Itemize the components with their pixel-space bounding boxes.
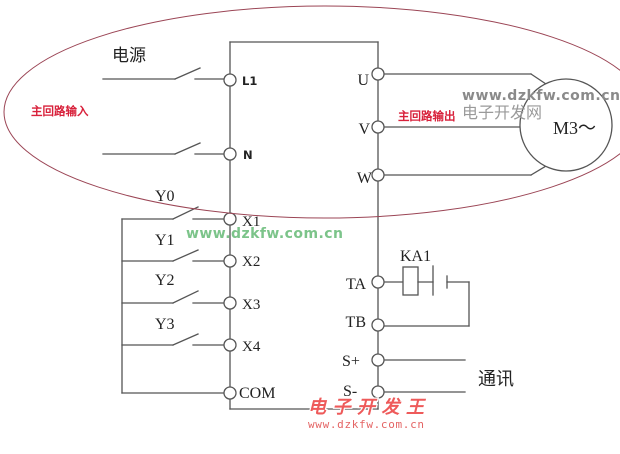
- terminal-s-minus: [371, 385, 385, 399]
- motor-output-wiring: [383, 73, 613, 176]
- terminal-label-x1: X1: [242, 214, 260, 230]
- power-input-wiring: [102, 67, 225, 155]
- right-terminals: [371, 67, 385, 399]
- switch-label-y2: Y2: [155, 272, 175, 289]
- terminal-label-w: W: [357, 170, 373, 187]
- terminal-s-plus: [371, 353, 385, 367]
- watermark-gray-site-name: 电子开发网: [462, 103, 542, 122]
- switch-label-y0: Y0: [155, 188, 175, 205]
- terminal-label-u: U: [357, 72, 369, 89]
- terminal-u: [371, 67, 385, 81]
- main-circuit-output-label: 主回路输出: [398, 109, 456, 123]
- relay-wiring: [383, 265, 470, 327]
- terminal-label-tb: TB: [346, 314, 366, 331]
- switch-y3: [121, 333, 225, 346]
- terminal-x1: [223, 212, 237, 226]
- comm-wiring: [383, 359, 466, 393]
- switch-y0: [121, 206, 225, 220]
- left-terminals: [223, 73, 237, 400]
- watermark-gray-url: www.dzkfw.com.cn: [462, 88, 620, 104]
- terminal-v: [371, 120, 385, 134]
- terminal-label-s-plus: S+: [342, 353, 360, 370]
- switch-label-y1: Y1: [155, 232, 175, 249]
- terminal-x3: [223, 296, 237, 310]
- terminal-w: [371, 168, 385, 182]
- wire-w: [383, 165, 547, 176]
- terminal-label-s-minus: S-: [343, 383, 357, 400]
- terminal-label-ta: TA: [346, 276, 366, 293]
- wire-u: [383, 73, 547, 85]
- control-input-wiring: [121, 206, 225, 394]
- motor-label: M3～: [553, 118, 596, 138]
- terminal-tb: [371, 318, 385, 332]
- switch-l1: [102, 67, 225, 80]
- main-circuit-input-label: 主回路输入: [31, 104, 89, 118]
- power-source-label: 电源: [112, 46, 146, 66]
- watermark-red-url: www.dzkfw.com.cn: [308, 418, 424, 431]
- terminal-label-x4: X4: [242, 339, 261, 355]
- terminal-ta: [371, 275, 385, 289]
- watermark-red-site-name: 电子开发王: [308, 397, 427, 418]
- terminal-l1: [223, 73, 237, 87]
- communication-label: 通讯: [478, 369, 514, 390]
- terminal-label-com: COM: [239, 385, 275, 402]
- switch-y2: [121, 290, 225, 304]
- terminal-com: [223, 386, 237, 400]
- terminal-label-x2: X2: [242, 254, 260, 270]
- motor-symbol: [519, 78, 613, 172]
- terminal-label-v: V: [358, 121, 370, 138]
- relay-label: KA1: [400, 248, 431, 265]
- switch-n: [102, 142, 225, 155]
- terminal-label-x3: X3: [242, 297, 260, 313]
- terminal-label-n: N: [243, 148, 253, 162]
- watermark-green-url: www.dzkfw.com.cn: [186, 226, 343, 242]
- terminal-x2: [223, 254, 237, 268]
- main-circuit-boundary: [3, 5, 620, 219]
- terminal-x4: [223, 338, 237, 352]
- terminal-n: [223, 147, 237, 161]
- relay-coil: [402, 266, 419, 296]
- switch-label-y3: Y3: [155, 316, 175, 333]
- terminal-label-l1: L1: [242, 74, 257, 88]
- switch-y1: [121, 249, 225, 262]
